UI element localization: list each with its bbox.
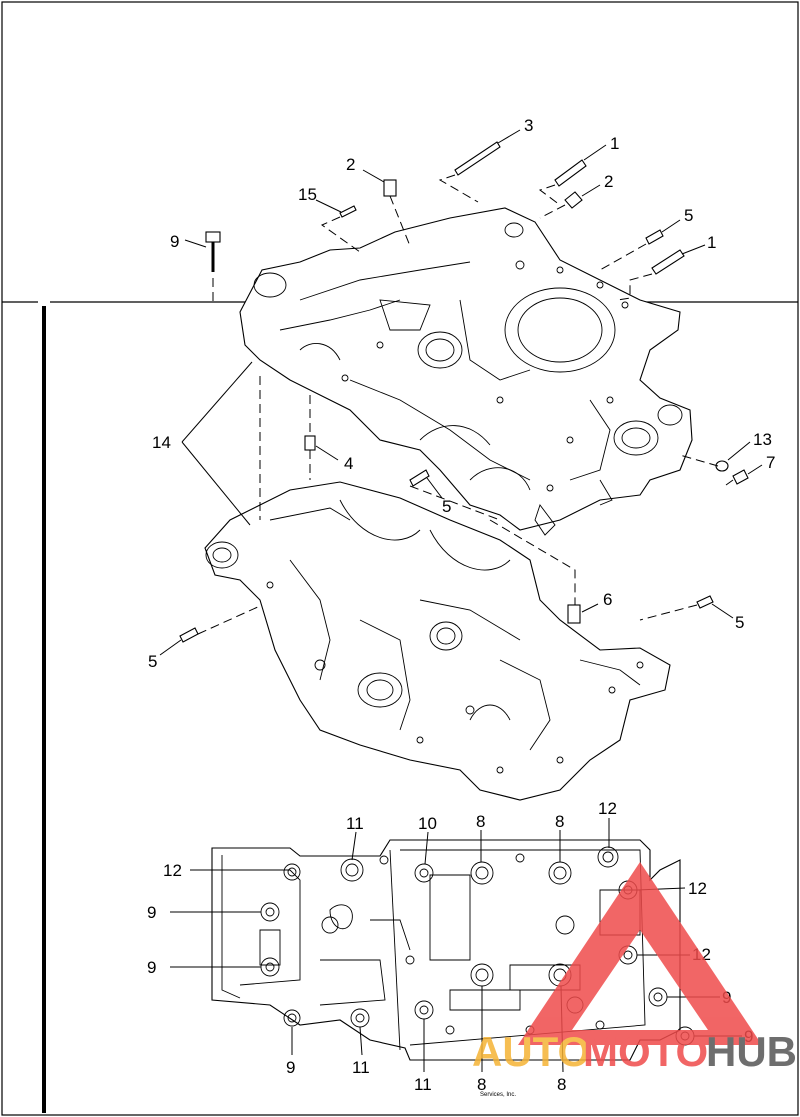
upper-crankcase-half (239, 207, 693, 536)
callout-4: 4 (344, 454, 353, 473)
callout-1b: 1 (707, 233, 716, 252)
callout-8b: 8 (555, 812, 564, 831)
callout-12b: 12 (163, 861, 182, 880)
lower-crankcase-half (204, 481, 671, 801)
callout-8a: 8 (476, 812, 485, 831)
watermark-auto: AUTO (472, 1028, 590, 1075)
callout-11c: 11 (414, 1075, 432, 1094)
callout-2a: 2 (346, 155, 355, 174)
watermark-triangle-logo (518, 862, 762, 1045)
callout-12a: 12 (598, 799, 617, 818)
callout-5d: 5 (148, 652, 157, 671)
callout-5a: 5 (684, 206, 693, 225)
callout-11b: 11 (352, 1058, 370, 1077)
callout-5c: 5 (735, 613, 744, 632)
callout-6: 6 (603, 590, 612, 609)
callout-1a: 1 (610, 134, 619, 153)
callout-9b: 9 (147, 958, 156, 977)
callout-15: 15 (298, 185, 317, 204)
callout-8d: 8 (557, 1075, 566, 1094)
leader-lines-top (159, 129, 763, 656)
callout-14: 14 (152, 433, 171, 452)
watermark-moto: MOTO (583, 1028, 708, 1075)
callout-9e: 9 (286, 1058, 295, 1077)
automotohub-watermark: AUTO MOTO HUB (472, 862, 797, 1075)
callout-12c: 12 (688, 879, 707, 898)
callout-2b: 2 (604, 172, 613, 191)
callout-7: 7 (766, 453, 775, 472)
dowel-pins-and-fasteners (179, 141, 749, 643)
watermark-hub: HUB (706, 1028, 797, 1075)
footer-text: Services, Inc. (480, 1092, 516, 1098)
callout-8c: 8 (477, 1075, 486, 1094)
callout-3: 3 (524, 116, 533, 135)
alignment-dashes (197, 174, 719, 635)
callouts-top: 3 1 2 2 15 5 1 9 13 7 14 4 5 6 5 5 (148, 116, 775, 671)
callout-10: 10 (418, 814, 437, 833)
callout-11a: 11 (346, 814, 364, 833)
callout-5b: 5 (442, 497, 451, 516)
callout-9a: 9 (147, 903, 156, 922)
callout-9: 9 (170, 232, 179, 251)
callout-13: 13 (753, 430, 772, 449)
bolt-holes (260, 846, 695, 1046)
